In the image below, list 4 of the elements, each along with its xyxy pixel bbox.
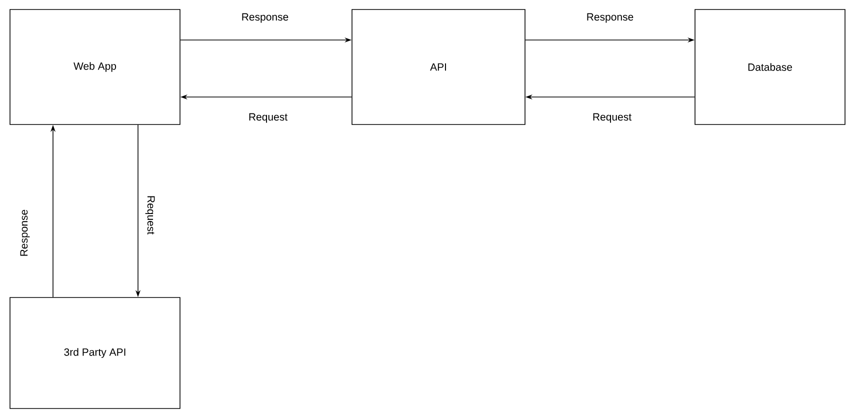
process-box: Database xyxy=(694,9,846,125)
process-box: Web App xyxy=(10,9,180,125)
process-box: API xyxy=(352,9,526,125)
process-box: 3rd Party API xyxy=(10,297,180,409)
